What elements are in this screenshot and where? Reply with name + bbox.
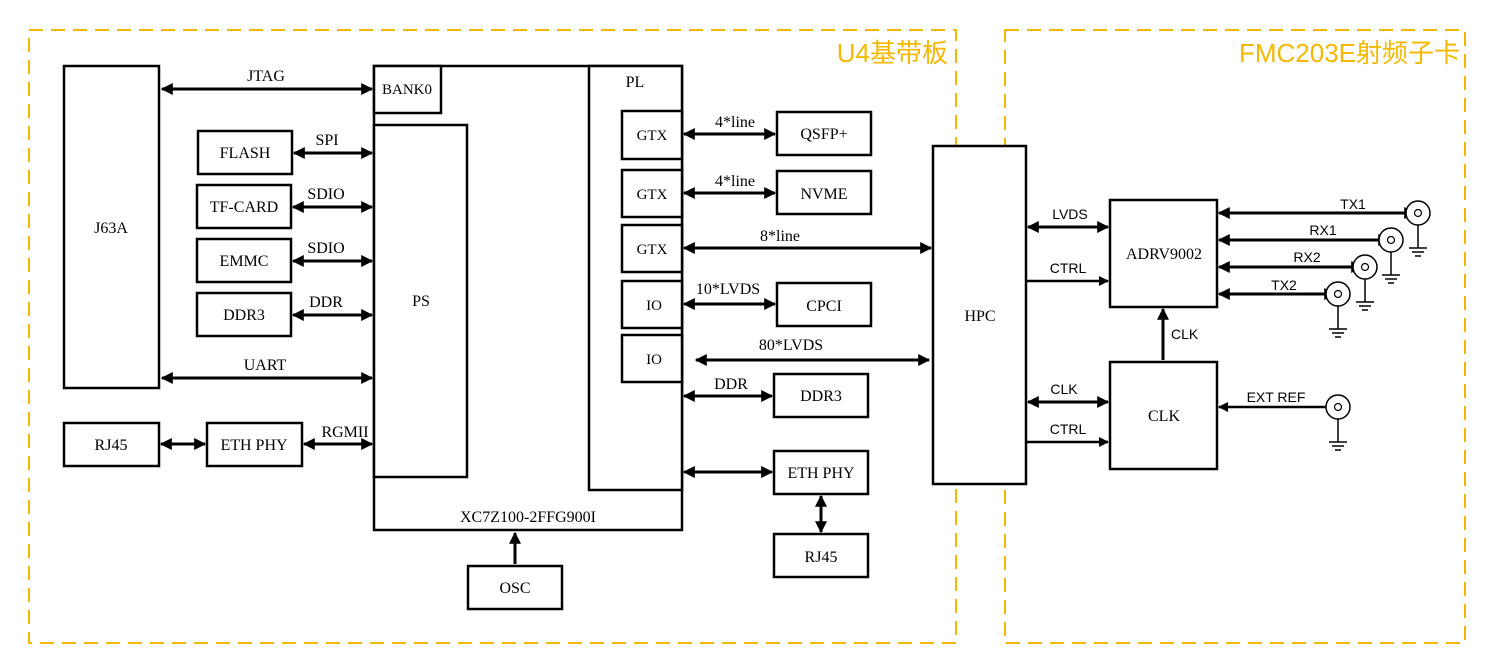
ddr3-pl-label: DDR3 [800, 388, 842, 405]
gtx2-label: GTX [637, 187, 668, 203]
region-rf-card-title: FMC203E射频子卡 [1239, 38, 1460, 68]
connector-tx2-icon [1325, 281, 1351, 338]
emmc-label: EMMC [220, 253, 269, 270]
hpc-adrv-ctrl-label: CTRL [1050, 260, 1087, 276]
sdio-tf-label: SDIO [307, 186, 344, 203]
bank0-block [372, 64, 443, 115]
hpc-label: HPC [964, 308, 995, 325]
io-cpci-label: 10*LVDS [696, 281, 760, 298]
clk-adrv-label: CLK [1171, 326, 1199, 342]
rj45-left-label: RJ45 [95, 437, 128, 454]
gtx-nvme-label: 4*line [715, 173, 755, 190]
io1-block [620, 279, 684, 330]
io1-label: IO [646, 298, 662, 314]
qsfp-label: QSFP+ [800, 126, 847, 143]
cpci-block [775, 281, 873, 328]
flash-block [196, 129, 294, 176]
gtx1-block [620, 109, 684, 161]
tx2-label: TX2 [1271, 277, 1297, 293]
ext-ref-label: EXT REF [1247, 389, 1306, 405]
hpc-block [931, 144, 1028, 486]
tf-card-label: TF-CARD [210, 199, 278, 216]
region-baseband-title: U4基带板 [837, 38, 948, 68]
ps-block [372, 123, 469, 479]
connector-rx1-icon [1378, 227, 1404, 284]
rj45-left-block [62, 421, 161, 468]
tf-card-block [195, 183, 293, 230]
j63a-label: J63A [94, 220, 128, 237]
gtx-qsfp-label: 4*line [715, 114, 755, 131]
ps-label: PS [412, 293, 430, 310]
clk-block-label: CLK [1148, 408, 1180, 425]
hpc-clk-clk-label: CLK [1050, 381, 1078, 397]
io2-label: IO [646, 352, 662, 368]
jtag-label: JTAG [247, 68, 285, 85]
bank0-label: BANK0 [382, 82, 432, 98]
nvme-label: NVME [800, 186, 847, 203]
ddr3-ps-block [195, 291, 293, 338]
gtx3-block [620, 223, 684, 274]
ddr-ps-label: DDR [309, 294, 343, 311]
connector-ext-ref-icon [1325, 394, 1351, 451]
nvme-block [775, 169, 873, 216]
hpc-adrv-lvds-label: LVDS [1052, 206, 1088, 222]
connector-rx2-icon [1352, 254, 1378, 311]
cpci-label: CPCI [806, 298, 842, 315]
eth-phy-left-block [205, 421, 304, 468]
adrv9002-block [1108, 198, 1219, 309]
hpc-clk-ctrl-label: CTRL [1050, 421, 1087, 437]
flash-label: FLASH [220, 145, 271, 162]
fpga-label: XC7Z100-2FFG900I [460, 509, 596, 526]
io2-block [620, 333, 684, 384]
ddr3-pl-block [772, 372, 870, 419]
gtx-hpc-label: 8*line [760, 228, 800, 245]
tx1-label: TX1 [1340, 196, 1366, 212]
eth-phy-left-label: ETH PHY [220, 437, 288, 454]
emmc-block [195, 237, 293, 284]
eth-phy-right-label: ETH PHY [787, 465, 855, 482]
gtx2-block [620, 168, 684, 219]
sdio-emmc-label: SDIO [307, 240, 344, 257]
io-hpc-label: 80*LVDS [759, 337, 823, 354]
connector-tx1-icon [1405, 200, 1431, 257]
gtx1-label: GTX [637, 128, 668, 144]
spi-label: SPI [315, 132, 338, 149]
eth-phy-right-block [772, 449, 870, 496]
adrv9002-label: ADRV9002 [1126, 246, 1202, 263]
j63a-block [62, 64, 161, 390]
osc-label: OSC [499, 580, 530, 597]
osc-block [466, 564, 564, 611]
pl-label: PL [626, 74, 645, 91]
uart-label: UART [244, 357, 287, 374]
rj45-right-block [772, 532, 870, 579]
qsfp-block [775, 110, 873, 157]
rx2-label: RX2 [1293, 249, 1320, 265]
clk-block [1108, 360, 1219, 471]
rgmii-label: RGMII [321, 424, 368, 441]
rj45-right-label: RJ45 [805, 549, 838, 566]
region-rf-card [1004, 29, 1466, 644]
gtx3-label: GTX [637, 242, 668, 258]
rx1-label: RX1 [1309, 222, 1336, 238]
ddr-pl-label: DDR [714, 376, 748, 393]
ddr3-ps-label: DDR3 [223, 307, 265, 324]
